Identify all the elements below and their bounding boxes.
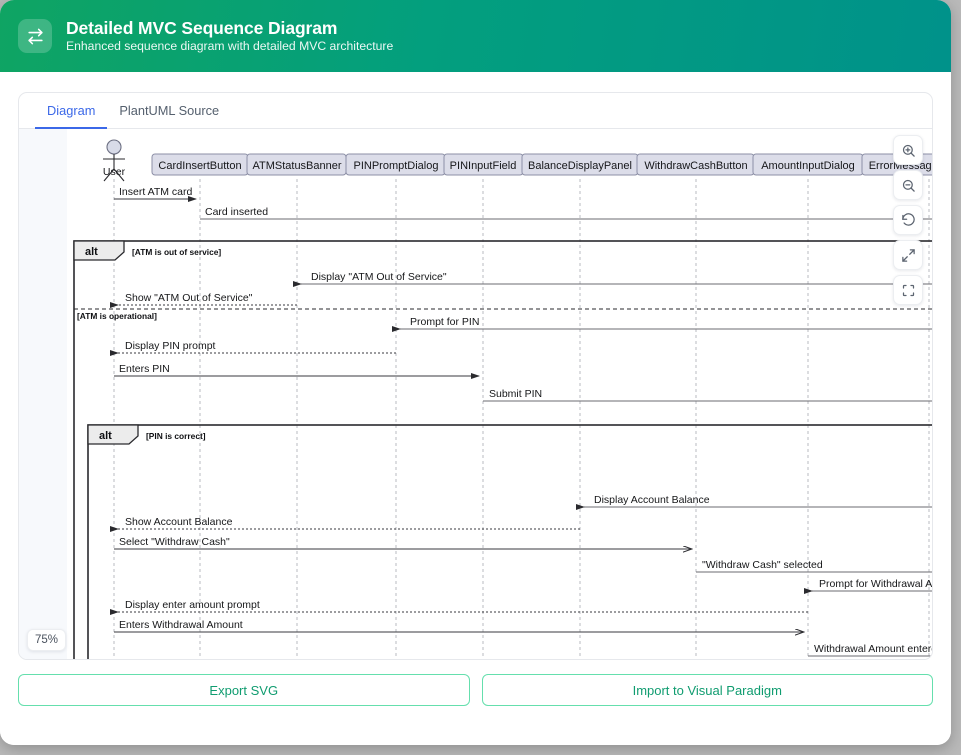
message-label: Prompt for PIN — [410, 316, 479, 328]
diagram-panel: Diagram PlantUML Source — [18, 92, 933, 660]
message-label: Withdrawal Amount entered — [814, 643, 932, 655]
frame-guard: [ATM is out of service] — [132, 247, 221, 257]
participant-boxes — [151, 153, 932, 176]
zoom-out-icon[interactable] — [893, 170, 923, 200]
message-label: "Withdraw Cash" selected — [702, 559, 823, 571]
footer-actions: Export SVG Import to Visual Paradigm — [18, 660, 933, 706]
page-title: Detailed MVC Sequence Diagram — [66, 18, 338, 38]
message-label: Enters PIN — [119, 363, 170, 375]
swap-arrows-icon — [18, 19, 52, 53]
header-text-block: Detailed MVC Sequence Diagram Enhanced s… — [66, 18, 393, 54]
fullscreen-icon[interactable] — [893, 275, 923, 305]
app-header: Detailed MVC Sequence Diagram Enhanced s… — [0, 0, 951, 72]
zoom-in-icon[interactable] — [893, 135, 923, 165]
tab-diagram[interactable]: Diagram — [35, 93, 108, 129]
actor-user — [103, 139, 125, 182]
body-area: Diagram PlantUML Source — [0, 72, 951, 745]
message-label: Show "ATM Out of Service" — [125, 292, 253, 304]
participant-label: AmountInputDialog — [761, 160, 855, 172]
export-svg-button[interactable]: Export SVG — [18, 674, 470, 706]
message-label: Submit PIN — [489, 388, 542, 400]
participant-label: ATMStatusBanner — [252, 160, 341, 172]
message-label: Display Account Balance — [594, 494, 710, 506]
participant-label: PINInputField — [450, 160, 517, 172]
fit-screen-icon[interactable] — [893, 240, 923, 270]
message-label: Prompt for Withdrawal Amount — [819, 578, 932, 590]
participant-label: WithdrawCashButton — [644, 160, 747, 172]
message-label: Show Account Balance — [125, 516, 233, 528]
diagram-canvas[interactable]: User CardInse — [19, 129, 932, 659]
lifelines — [113, 179, 930, 659]
diagram-surface[interactable]: User CardInse — [67, 129, 932, 659]
frame-else-guard: [ATM is operational] — [77, 311, 157, 321]
participant-labels: CardInsertButton ATMStatusBanner PINProm… — [158, 160, 932, 172]
frame-operator: alt — [99, 430, 112, 442]
tab-plantuml-source[interactable]: PlantUML Source — [119, 102, 220, 118]
message-label: Card inserted — [205, 206, 268, 218]
message-label: Enters Withdrawal Amount — [119, 619, 243, 631]
reset-icon[interactable] — [893, 205, 923, 235]
alt-frame-inner: alt [PIN is correct] — [87, 424, 932, 659]
sequence-diagram-svg: User CardInse — [73, 139, 932, 659]
import-visual-paradigm-button[interactable]: Import to Visual Paradigm — [481, 674, 933, 706]
message-label: Display enter amount prompt — [125, 599, 260, 611]
message-label: Insert ATM card — [119, 186, 192, 198]
actor-label-user: User — [103, 166, 126, 178]
message-label: Display "ATM Out of Service" — [311, 271, 447, 283]
participant-label: CardInsertButton — [158, 160, 241, 172]
participant-label: BalanceDisplayPanel — [528, 160, 632, 172]
frame-guard: [PIN is correct] — [146, 431, 206, 441]
frame-operator: alt — [85, 246, 98, 258]
tab-bar: Diagram PlantUML Source — [19, 93, 932, 129]
zoom-level-badge: 75% — [27, 629, 67, 651]
message-label: Select "Withdraw Cash" — [119, 536, 230, 548]
diagram-toolbar — [893, 135, 923, 305]
app-window: Detailed MVC Sequence Diagram Enhanced s… — [0, 0, 951, 745]
page-subtitle: Enhanced sequence diagram with detailed … — [66, 39, 394, 53]
message-label: Display PIN prompt — [125, 340, 216, 352]
alt-frame-outer: alt [ATM is out of service] [ATM is oper… — [73, 240, 932, 659]
participant-label: PINPromptDialog — [354, 160, 439, 172]
